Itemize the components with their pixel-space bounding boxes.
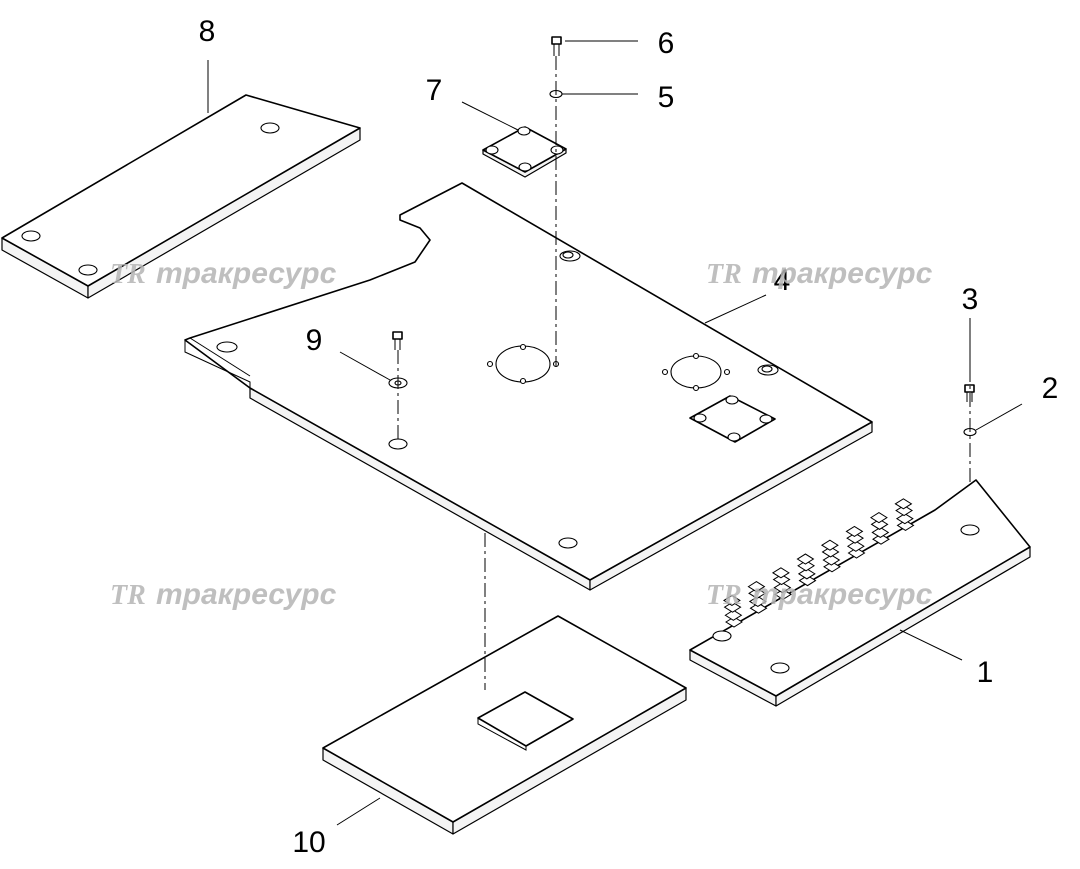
perforation-slot — [822, 554, 841, 566]
watermark-1: TR тракресурс — [110, 257, 337, 290]
watermark-2: TR тракресурс — [706, 257, 933, 290]
watermark-logo: TR — [706, 580, 742, 611]
perforation-slot — [796, 553, 815, 565]
perforation-slot — [845, 525, 864, 538]
perforation-slot — [747, 581, 766, 593]
watermark-3: TR тракресурс — [110, 578, 337, 611]
callout-9: 9 — [306, 324, 323, 357]
callout-1: 1 — [977, 656, 994, 689]
perforation-slot — [846, 540, 865, 552]
callout-3: 3 — [962, 283, 979, 316]
perforation-slot — [871, 526, 890, 539]
part-1-step-plate — [689, 479, 1031, 707]
watermark-text: тракресурс — [752, 578, 933, 611]
callout-2: 2 — [1042, 372, 1059, 405]
callout-10: 10 — [292, 826, 325, 859]
part-7-cover-flange — [482, 126, 567, 178]
perforation-slot — [820, 539, 839, 551]
part-4-floor-plate — [184, 182, 873, 591]
perforation-slot — [724, 609, 743, 621]
callout-4: 4 — [774, 264, 791, 297]
part-6-bolt — [551, 36, 562, 56]
watermark-text: тракресурс — [156, 578, 337, 611]
callout-5: 5 — [658, 81, 675, 114]
callout-6: 6 — [658, 27, 675, 60]
leader-lines — [207, 40, 1023, 826]
watermark-logo: TR — [110, 259, 146, 290]
perforation-slot — [797, 568, 816, 580]
callout-8: 8 — [199, 15, 216, 48]
watermarks: TR тракресурс TR тракресурс TR тракресур… — [110, 257, 933, 611]
perforation-slot — [773, 582, 792, 594]
watermark-text: тракресурс — [752, 257, 933, 290]
watermark-logo: TR — [110, 580, 146, 611]
perforation-slot — [869, 512, 888, 524]
part-10-floor-pad — [322, 615, 687, 835]
perforation-slot — [748, 595, 767, 608]
part-8-cover-plate — [1, 94, 361, 299]
callout-7: 7 — [426, 74, 443, 107]
watermark-logo: TR — [706, 259, 742, 290]
step-plate-slots — [722, 498, 915, 628]
callout-labels: 1 2 3 4 5 6 7 8 9 10 — [199, 15, 1059, 859]
perforation-slot — [894, 498, 913, 510]
watermark-4: TR тракресурс — [706, 578, 933, 611]
perforation-slot — [895, 513, 914, 525]
perforation-slot — [771, 567, 790, 579]
watermark-text: тракресурс — [156, 257, 337, 290]
perforation-slot — [722, 594, 741, 607]
